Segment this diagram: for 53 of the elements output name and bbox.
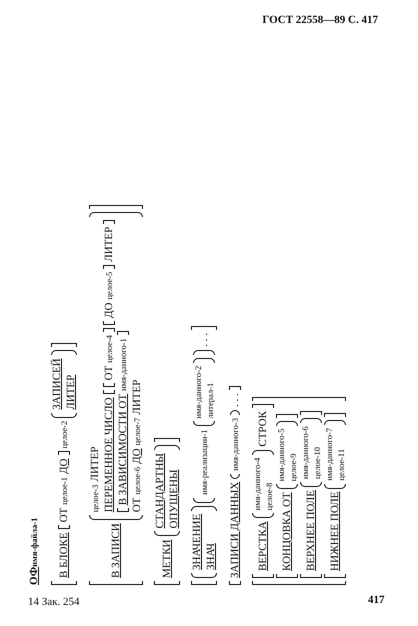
- keyword-text: В ЗАПИСИ: [110, 523, 122, 578]
- keyword-text: СТАНДАРТНЫ: [154, 453, 166, 528]
- parameter-text: целое-6: [132, 466, 142, 495]
- parameter-text: целое-4: [104, 334, 114, 363]
- keyword-text: ВЕРСТКА: [256, 521, 269, 571]
- keyword-text: ОТ: [58, 508, 70, 522]
- parameter-text: имя-данного-6: [300, 426, 310, 479]
- keyword-text: В ЗАВИСИМОСТИ ОТ: [116, 394, 129, 506]
- keyword-text: ЛИТЕР: [88, 446, 101, 482]
- keyword-text: В БЛОКЕ: [58, 532, 70, 578]
- keyword-text: ЗАПИСЕЙ: [51, 358, 64, 410]
- keyword-text: ЛИТЕР: [65, 374, 78, 410]
- keyword-text: ОПУЩЕНЫ: [168, 469, 180, 528]
- parameter-text: целое-1: [59, 476, 70, 505]
- keyword-text: . . .: [228, 393, 241, 408]
- page-number: 417: [368, 594, 384, 606]
- keyword-text: СТРОК: [256, 411, 269, 447]
- parameter-text: имя-данного-2: [193, 366, 204, 418]
- parameter-text: целое-11: [336, 448, 346, 481]
- keyword-text: ЗАПИСИ ДАННЫХ: [228, 482, 241, 578]
- parameter-text: целое-7: [132, 418, 142, 446]
- keyword-text: КОНЦОВКА ОТ: [280, 492, 293, 571]
- parameter-text: целое-9: [288, 453, 298, 482]
- page-header: ГОСТ 22558—89 С. 417: [262, 14, 378, 26]
- parameter-text: имя-данного-4: [252, 458, 262, 510]
- keyword-text: ОТ: [130, 498, 143, 512]
- keyword-text: ЛИТЕР: [102, 226, 115, 262]
- parameter-text: целое-8: [264, 482, 274, 510]
- keyword-text: МЕТКИ: [160, 540, 173, 578]
- parameter-text: целое-5: [104, 272, 114, 300]
- parameter-text: имя-реализации-1: [199, 430, 210, 495]
- keyword-text: ЛИТЕР: [130, 380, 143, 415]
- keyword-text: ДО: [102, 302, 115, 318]
- parameter-text: целое-10: [312, 446, 322, 479]
- keyword-text: . . .: [198, 333, 210, 347]
- keyword-text: ДО: [130, 448, 143, 464]
- keyword-text: ОФ: [28, 566, 40, 585]
- keyword-text: ВЕРХНЕЕ ПОЛЕ: [304, 490, 317, 571]
- parameter-text: целое-2: [59, 420, 70, 448]
- keyword-text: ПЕРЕМЕННОЕ ЧИСЛО: [102, 397, 115, 512]
- keyword-text: ЗНАЧ: [205, 543, 218, 570]
- parameter-text: имя-данного-1: [118, 338, 128, 391]
- keyword-text: ОТ: [102, 366, 115, 380]
- parameter-text: имя-файла-1: [29, 518, 39, 567]
- footer-note: 14 Зак. 254: [28, 596, 80, 608]
- keyword-text: ЗНАЧЕНИЕ: [191, 514, 204, 570]
- parameter-text: имя-данного-7: [324, 428, 334, 481]
- keyword-text: ДО: [58, 458, 70, 474]
- parameter-text: имя-данного-5: [276, 428, 286, 482]
- parameter-text: имя-данного-3: [230, 418, 240, 471]
- parameter-text: литерал-1: [205, 382, 216, 418]
- keyword-text: НИЖНЕЕ ПОЛЕ: [328, 492, 341, 571]
- parameter-text: целое-3: [90, 484, 100, 512]
